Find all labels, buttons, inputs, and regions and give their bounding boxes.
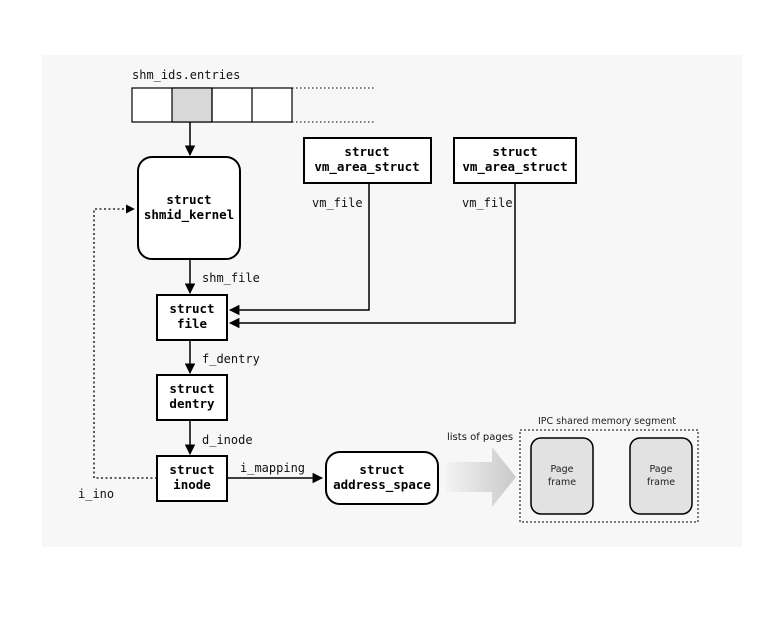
- shm-file-label: shm_file: [202, 271, 260, 285]
- segment-frame: [519, 429, 699, 523]
- page1-line1: Page: [551, 464, 574, 475]
- box-shmid-kernel: struct shmid_kernel: [137, 156, 241, 260]
- lists-of-pages-label: lists of pages: [447, 432, 513, 443]
- vma2-line1: struct: [492, 144, 537, 159]
- arrow-vma2-to-file: [228, 183, 516, 329]
- page2-line1: Page: [650, 464, 673, 475]
- entries-array: [131, 87, 375, 123]
- i-ino-label: i_ino: [78, 487, 114, 501]
- inode-line2: inode: [173, 477, 211, 492]
- arrow-inode-to-shmid-dotted: [93, 204, 157, 479]
- fat-arrow-lists-of-pages: [446, 447, 516, 507]
- box-struct-file: struct file: [156, 294, 228, 341]
- file-line1: struct: [169, 301, 214, 316]
- entries-label: shm_ids.entries: [132, 68, 240, 82]
- dentry-line1: struct: [169, 381, 214, 396]
- box-vm-area-struct-1: struct vm_area_struct: [303, 137, 432, 184]
- vma1-line2: vm_area_struct: [314, 159, 419, 175]
- d-inode-label: d_inode: [202, 433, 253, 447]
- box-struct-dentry: struct dentry: [156, 374, 228, 421]
- box-vm-area-struct-2: struct vm_area_struct: [453, 137, 577, 184]
- file-line2: file: [177, 316, 208, 331]
- page2-line2: frame: [647, 477, 675, 488]
- i-mapping-label: i_mapping: [240, 461, 305, 475]
- arrow-vma1-to-file: [228, 183, 370, 316]
- vm-file-label-2: vm_file: [462, 196, 513, 210]
- page1-line2: frame: [548, 477, 576, 488]
- vm-file-label-1: vm_file: [312, 196, 363, 210]
- page-frame-1: Page frame: [530, 437, 594, 515]
- dentry-line2: dentry: [169, 396, 215, 411]
- inode-line1: struct: [169, 462, 214, 477]
- segment-title: IPC shared memory segment: [538, 416, 676, 427]
- entries-array-cell-selected: [171, 87, 213, 123]
- shmid-kernel-line1: struct: [166, 192, 211, 207]
- page-frame-2: Page frame: [629, 437, 693, 515]
- vma1-line1: struct: [344, 144, 389, 159]
- address-space-line1: struct: [359, 462, 404, 477]
- f-dentry-label: f_dentry: [202, 352, 260, 366]
- vma2-line2: vm_area_struct: [462, 159, 567, 175]
- shmid-kernel-line2: shmid_kernel: [144, 207, 234, 223]
- box-address-space: struct address_space: [325, 451, 439, 505]
- address-space-line2: address_space: [333, 477, 431, 493]
- box-struct-inode: struct inode: [156, 455, 228, 502]
